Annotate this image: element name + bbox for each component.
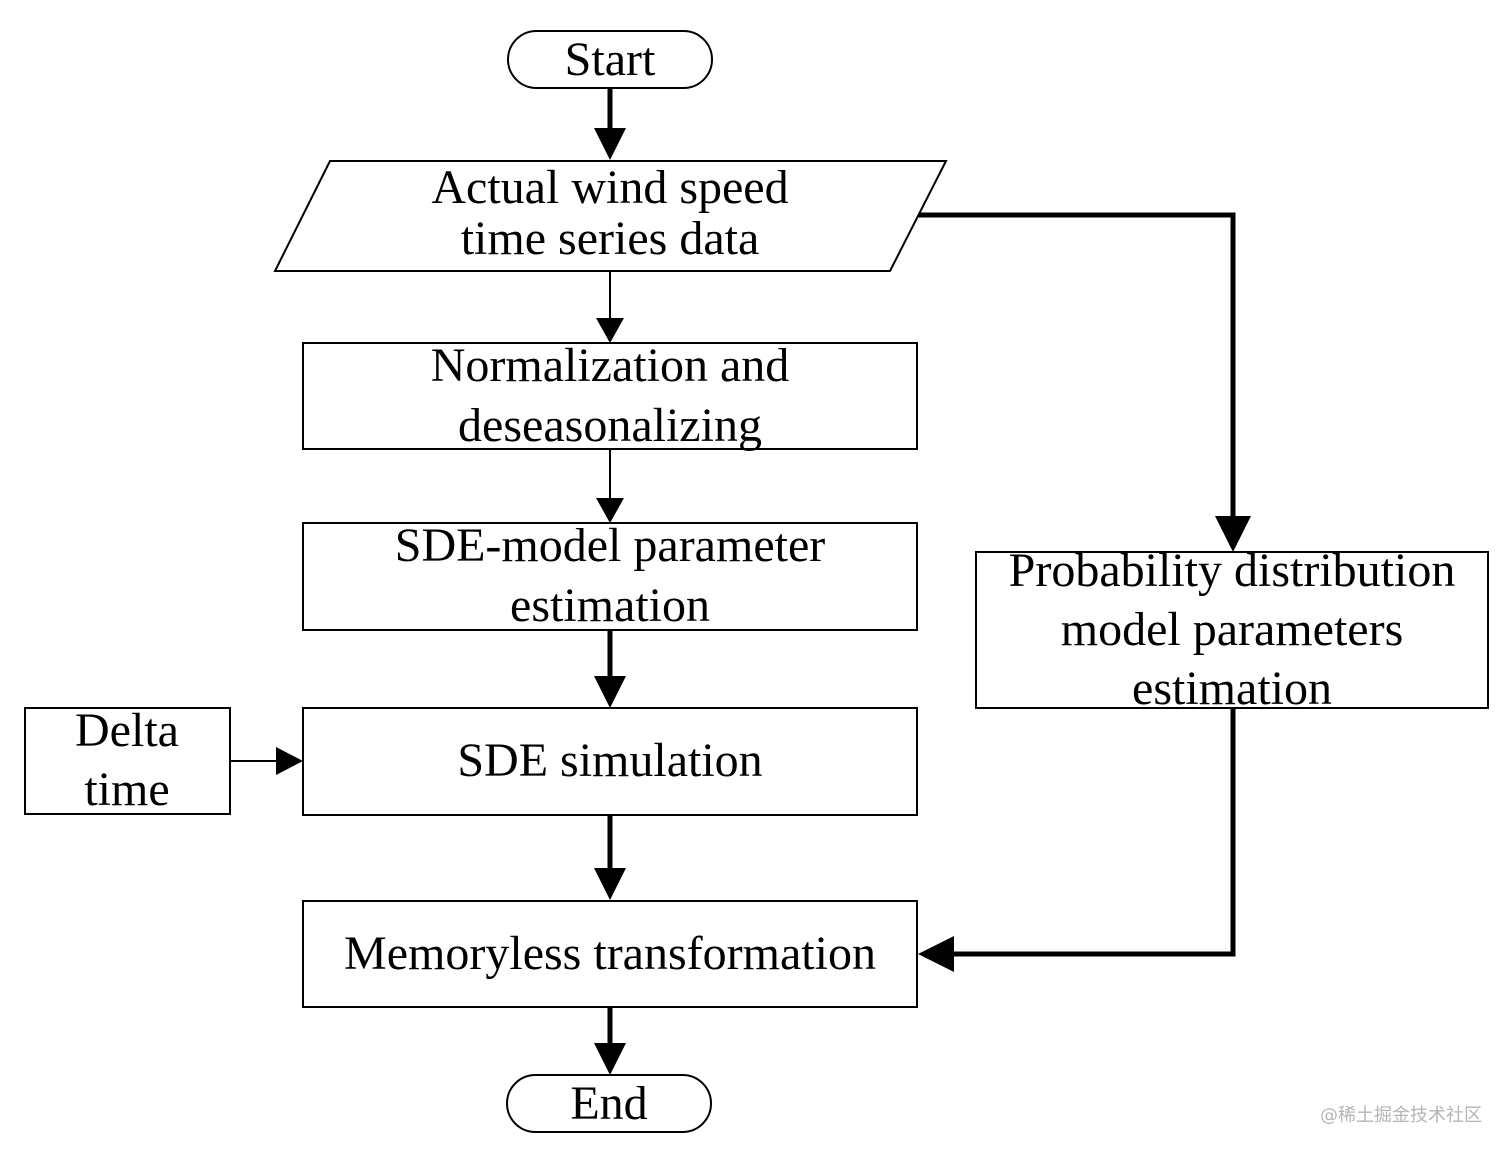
sde-sim-label: SDE simulation <box>457 734 762 787</box>
arrow-start-to-input <box>594 88 626 160</box>
delta-time-box: Delta time <box>24 704 231 816</box>
sde-sim-box: SDE simulation <box>302 707 918 816</box>
memoryless-box: Memoryless transformation <box>302 900 918 1008</box>
prob-dist-box: Probability distribution model parameter… <box>975 544 1489 715</box>
delta-time-label-line2: time <box>84 763 169 816</box>
sde-param-label-line2: estimation <box>510 579 710 632</box>
prob-dist-label-line3: estimation <box>1132 662 1332 715</box>
memoryless-label: Memoryless transformation <box>344 927 876 980</box>
input-data-parallelogram: Actual wind speed time series data <box>273 160 948 272</box>
normalization-box: Normalization and deseasonalizing <box>302 339 918 452</box>
delta-time-label-line1: Delta <box>75 704 179 757</box>
end-terminator: End <box>506 1074 712 1133</box>
input-data-label-line2: time series data <box>461 212 760 265</box>
arrow-normalization-to-sde-param <box>596 449 624 523</box>
normalization-label-line2: deseasonalizing <box>458 399 762 452</box>
start-terminator: Start <box>507 30 713 89</box>
watermark: @稀土掘金技术社区 <box>1320 1105 1482 1126</box>
arrow-sde-sim-to-memoryless <box>594 815 626 900</box>
prob-dist-label-line1: Probability distribution <box>1009 544 1456 597</box>
arrow-prob-dist-to-memoryless <box>918 708 1236 972</box>
normalization-label-line1: Normalization and <box>431 339 790 392</box>
arrow-delta-to-sde-sim <box>230 747 303 775</box>
input-data-label-line1: Actual wind speed <box>431 161 788 214</box>
arrow-memoryless-to-end <box>594 1007 626 1075</box>
prob-dist-label-line2: model parameters <box>1061 603 1404 656</box>
arrow-sde-param-to-sde-sim <box>594 630 626 708</box>
arrow-input-to-prob-dist <box>915 212 1251 552</box>
sde-param-label-line1: SDE-model parameter <box>395 519 826 572</box>
sde-param-box: SDE-model parameter estimation <box>302 519 918 632</box>
arrow-input-to-normalization <box>596 272 624 343</box>
start-label: Start <box>565 33 656 86</box>
end-label: End <box>570 1077 647 1130</box>
